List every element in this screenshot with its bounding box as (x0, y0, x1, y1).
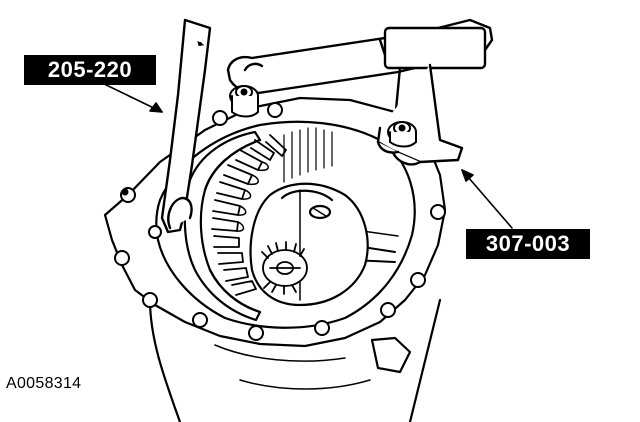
figure-id-label: A0058314 (6, 375, 82, 392)
tool-callout-307-003: 307-003 (466, 229, 590, 259)
tool-callout-205-220: 205-220 (24, 55, 156, 85)
ring-gear (183, 130, 287, 322)
differential-case (249, 182, 369, 307)
spider-gears (261, 241, 308, 295)
spreader-bolts (229, 85, 417, 148)
flange-bolts (114, 102, 446, 341)
leader-lines (99, 81, 513, 229)
axle-housing (148, 298, 442, 422)
tool-205-220-bar (160, 18, 212, 234)
